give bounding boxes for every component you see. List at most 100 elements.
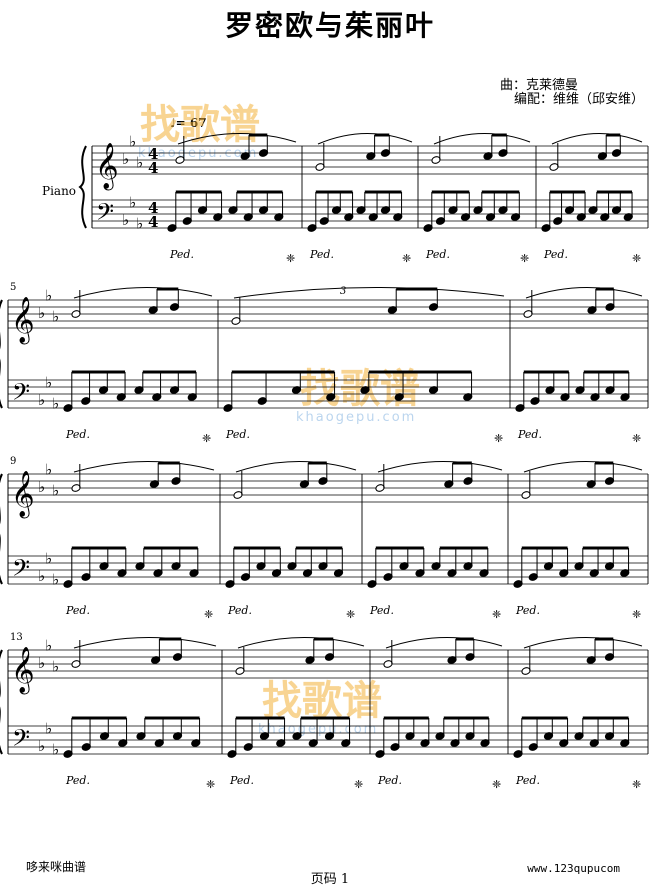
phrase-slur [237,637,365,649]
pedal-mark: Ped. [227,604,252,617]
pedal-mark: Ped. [169,248,194,261]
phrase-slur [73,287,213,299]
pedal-mark: Ped. [65,774,90,787]
key-flat: ♭ [129,133,136,151]
pedal-release-mark: ❈ [492,778,501,791]
watermark-url-2: khaogepu.com [296,410,417,425]
page-number: 页码 1 [310,872,350,887]
time-signature-bottom: 4 [148,159,158,177]
pedal-mark: Ped. [369,604,394,617]
pedal-release-mark: ❈ [204,608,213,621]
pedal-mark: Ped. [229,774,254,787]
phrase-slur [523,637,643,649]
page-title: 罗密欧与茱丽叶 [224,9,435,42]
key-flat: ♭ [136,154,143,172]
treble-clef-icon: 𝄞 [95,143,119,191]
phrase-slur [73,636,217,649]
treble-clef-icon: 𝄞 [11,297,35,345]
key-flat: ♭ [38,391,45,409]
pedal-release-mark: ❈ [492,608,501,621]
key-flat: ♭ [45,720,52,738]
bass-clef-icon: 𝄢 [12,554,30,587]
pedal-release-mark: ❈ [494,432,503,445]
key-flat: ♭ [129,194,136,212]
pedal-release-mark: ❈ [354,778,363,791]
pedal-release-mark: ❈ [632,432,641,445]
pedal-release-mark: ❈ [202,432,211,445]
key-flat: ♭ [52,741,59,759]
phrase-slur [73,461,215,473]
key-flat: ♭ [45,461,52,479]
footer-site-name: 哆来咪曲谱 [26,860,87,874]
phrase-slur [377,461,503,473]
pedal-release-mark: ❈ [632,778,641,791]
key-flat: ♭ [52,571,59,589]
triplet-number: 3 [340,286,346,297]
arranger-credit: 编配：维维（邱安维） [513,92,644,107]
key-flat: ♭ [38,567,45,585]
treble-clef-icon: 𝄞 [11,471,35,519]
pedal-release-mark: ❈ [402,252,411,265]
key-flat: ♭ [122,150,129,168]
phrase-slur [551,133,643,145]
phrase-slur [317,133,413,145]
pedal-mark: Ped. [65,428,90,441]
grand-staff-brace [0,299,3,409]
pedal-mark: Ped. [225,428,250,441]
grand-staff-brace [0,649,3,755]
phrase-slur [523,461,643,473]
key-flat: ♭ [38,304,45,322]
key-flat: ♭ [45,374,52,392]
key-flat: ♭ [38,478,45,496]
key-flat: ♭ [45,637,52,655]
pedal-release-mark: ❈ [520,252,529,265]
pedal-release-mark: ❈ [206,778,215,791]
key-flat: ♭ [52,308,59,326]
measure-number: 13 [10,632,23,643]
measure-number: 5 [10,282,16,293]
composer-credit: 曲：克莱德曼 [499,78,578,93]
time-signature-top: 4 [148,199,158,217]
bass-clef-icon: 𝄢 [12,378,30,411]
pedal-mark: Ped. [377,774,402,787]
phrase-slur [525,286,643,299]
pedal-mark: Ped. [543,248,568,261]
pedal-mark: Ped. [515,774,540,787]
grand-staff-brace [0,473,3,585]
bass-clef-icon: 𝄢 [96,198,114,231]
treble-clef-icon: 𝄞 [11,647,35,695]
grand-staff-brace [78,145,87,229]
time-signature-bottom: 4 [148,213,158,231]
bass-clef-icon: 𝄢 [12,724,30,757]
pedal-mark: Ped. [309,248,334,261]
phrase-slur [233,286,505,299]
key-flat: ♭ [38,654,45,672]
key-flat: ♭ [38,737,45,755]
instrument-label: Piano [42,184,77,198]
tempo-marking: ♩= 67 [170,116,207,130]
time-signature-top: 4 [148,145,158,163]
pedal-release-mark: ❈ [346,608,355,621]
key-flat: ♭ [52,658,59,676]
phrase-slur [177,133,297,145]
key-flat: ♭ [52,482,59,500]
watermark-logo-2: 找歌谱 [300,366,420,412]
pedal-mark: Ped. [517,428,542,441]
pedal-release-mark: ❈ [286,252,295,265]
pedal-mark: Ped. [425,248,450,261]
watermark-logo-3: 找歌谱 [262,678,382,724]
phrase-slur [385,636,503,649]
key-flat: ♭ [45,550,52,568]
phrase-slur [433,132,531,145]
key-flat: ♭ [136,215,143,233]
pedal-release-mark: ❈ [632,252,641,265]
watermark-url: khaogepu.com [138,146,259,161]
watermark-logo: 找歌谱 [140,102,260,148]
pedal-mark: Ped. [515,604,540,617]
measure-number: 9 [10,456,16,467]
key-flat: ♭ [45,287,52,305]
key-flat: ♭ [52,395,59,413]
pedal-mark: Ped. [65,604,90,617]
footer-url: www.123qupucom [527,862,620,875]
